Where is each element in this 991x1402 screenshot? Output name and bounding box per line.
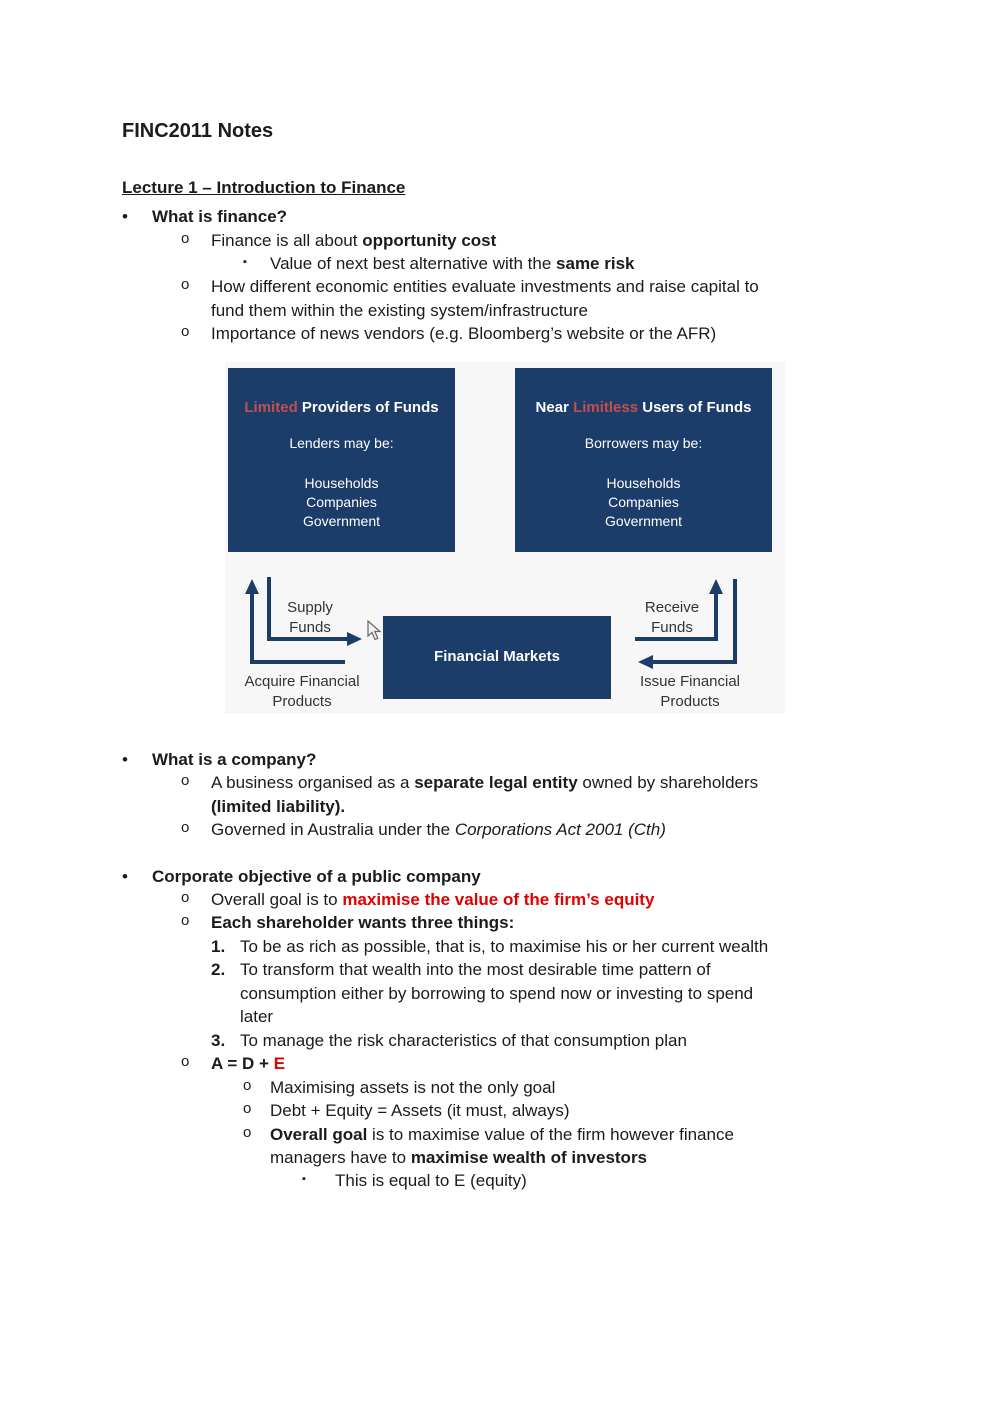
bullet-marker: o: [243, 1076, 252, 1094]
list-item: Companies: [306, 493, 377, 510]
mouse-cursor-icon: [367, 619, 382, 641]
supply-funds-arrow-line: [267, 576, 347, 641]
receive-funds-arrow-line: [635, 591, 718, 641]
section-heading-finance: What is finance?: [152, 207, 288, 227]
bullet-item: o Overall goal is to maximise the value o…: [181, 888, 873, 911]
bullet-marker: ▪: [302, 1173, 306, 1186]
list-item: Government: [604, 512, 683, 529]
bullet-marker: o: [181, 1053, 190, 1071]
numbered-text: To transform that wealth into the most d…: [240, 960, 754, 1027]
bullet-item: o Overall goal is to maximise value of th…: [243, 1123, 873, 1170]
bullet-text: Overall goal is to maximise the value of…: [211, 890, 655, 910]
bullet-item-what-is-finance: • What is finance?: [122, 205, 873, 228]
numbered-text: To manage the risk characteristics of th…: [240, 1030, 687, 1050]
bullet-text: How different economic entities evaluate…: [211, 277, 759, 320]
bullet-item: ▪ This is equal to E (equity): [302, 1169, 873, 1192]
bullet-marker: ▪: [243, 255, 247, 268]
box-items: Households Companies Government: [515, 474, 772, 531]
up-arrowhead-icon: [709, 578, 723, 594]
bullet-text: Overall goal is to maximise value of the…: [270, 1124, 734, 1168]
numbered-item-3: 3. To manage the risk characteristics of …: [211, 1029, 873, 1052]
bullet-text: A business organised as a separate legal…: [211, 773, 759, 816]
list-item: Companies: [608, 493, 679, 510]
left-arrowhead-icon: [638, 654, 653, 669]
section-heading-corporate: Corporate objective of a public company: [152, 866, 481, 886]
page-title: FINC2011 Notes: [122, 120, 274, 142]
financial-markets-box: Financial Markets: [383, 615, 611, 699]
issue-products-arrow-line: [651, 578, 737, 664]
list-item: Households: [606, 474, 681, 491]
box-title: Near Limitless Users of Funds: [535, 398, 752, 416]
bullet-item: ▪ Value of next best alternative with the…: [243, 252, 873, 275]
limited-providers-box: Limited Providers of Funds Lenders may b…: [228, 367, 455, 552]
number-marker: 2.: [211, 960, 226, 980]
bullet-marker: o: [181, 229, 190, 247]
bullet-marker: o: [181, 276, 190, 294]
notes-page: FINC2011 Notes Lecture 1 – Introduction …: [122, 120, 873, 1192]
bullet-item: o Maximising assets is not the only goal: [243, 1076, 873, 1099]
acquire-products-arrow-line: [250, 591, 345, 664]
bullet-item: o Importance of news vendors (e.g. Bloomb…: [181, 322, 873, 345]
bullet-marker: o: [181, 323, 190, 341]
flow-arrows: [245, 576, 737, 669]
list-item: Government: [302, 512, 381, 529]
number-marker: 3.: [211, 1030, 226, 1050]
bullet-text: Debt + Equity = Assets (it must, always): [270, 1101, 570, 1121]
bullet-text: Importance of news vendors (e.g. Bloombe…: [211, 324, 717, 344]
equation-text: A = D + E: [211, 1054, 286, 1074]
lecture-heading: Lecture 1 – Introduction to Finance: [122, 177, 406, 197]
limitless-users-box: Near Limitless Users of Funds Borrowers …: [515, 367, 772, 552]
bullet-item: o A business organised as a separate lega…: [181, 771, 873, 818]
bullet-text: Each shareholder wants three things:: [211, 913, 515, 933]
funds-flow-diagram: Limited Providers of Funds Lenders may b…: [225, 361, 785, 714]
bullet-item: o Debt + Equity = Assets (it must, always…: [243, 1099, 873, 1122]
bullet-text: Finance is all about opportunity cost: [211, 230, 497, 250]
bullet-text: This is equal to E (equity): [335, 1171, 527, 1191]
bullet-marker: o: [243, 1100, 252, 1118]
right-arrowhead-icon: [347, 631, 362, 646]
box-title: Limited Providers of Funds: [244, 398, 439, 416]
numbered-text: To be as rich as possible, that is, to m…: [240, 936, 769, 956]
section-heading-company: What is a company?: [152, 749, 317, 769]
numbered-item-1: 1. To be as rich as possible, that is, to…: [211, 935, 873, 958]
bullet-marker: •: [122, 866, 128, 886]
bullet-marker: •: [122, 749, 128, 769]
bullet-item-what-is-company: • What is a company?: [122, 748, 873, 771]
bullet-marker: o: [181, 889, 190, 907]
bullet-text: Governed in Australia under the Corporat…: [211, 820, 666, 840]
bullet-item: o Governed in Australia under the Corpora…: [181, 818, 873, 841]
box-subtitle: Lenders may be:: [289, 435, 394, 452]
bullet-marker: •: [122, 207, 128, 227]
bullet-item: o Each shareholder wants three things:: [181, 911, 873, 934]
bullet-marker: o: [181, 912, 190, 930]
bullet-item-equation: o A = D + E: [181, 1052, 873, 1075]
bullet-marker: o: [243, 1123, 252, 1141]
bullet-item-corporate-objective: • Corporate objective of a public company: [122, 865, 873, 888]
bullet-text: Value of next best alternative with the …: [270, 253, 635, 273]
box-items: Households Companies Government: [228, 474, 455, 531]
box-subtitle: Borrowers may be:: [584, 435, 703, 452]
up-arrowhead-icon: [245, 578, 259, 594]
list-item: Households: [304, 474, 379, 491]
bullet-item: o How different economic entities evaluat…: [181, 275, 873, 322]
number-marker: 1.: [211, 936, 226, 956]
bullet-text: Maximising assets is not the only goal: [270, 1077, 556, 1097]
bullet-marker: o: [181, 772, 190, 790]
bullet-marker: o: [181, 819, 190, 837]
numbered-item-2: 2. To transform that wealth into the most…: [211, 958, 873, 1028]
bullet-item: o Finance is all about opportunity cost: [181, 229, 873, 252]
blank-line: [122, 842, 873, 865]
